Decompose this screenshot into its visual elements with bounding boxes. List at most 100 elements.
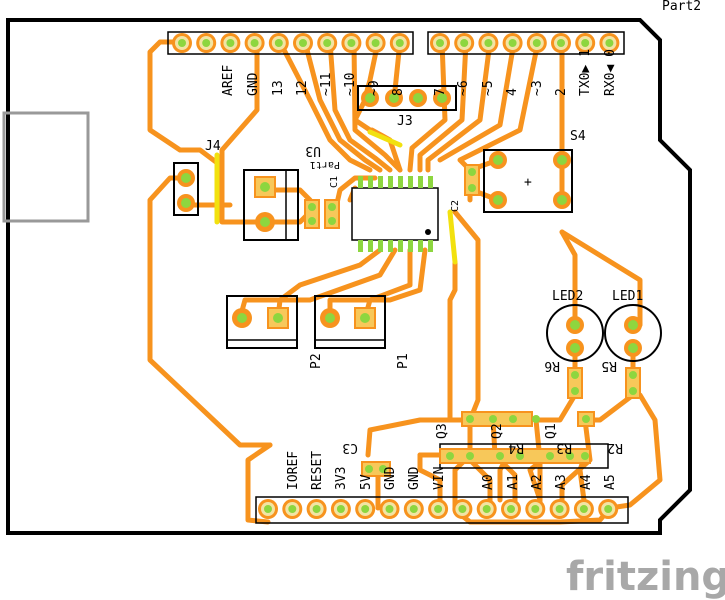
led2-outline xyxy=(546,304,604,362)
label-r5: R5 xyxy=(601,358,617,373)
header-bottom-pins xyxy=(258,499,619,519)
j3-pins xyxy=(361,89,451,107)
header-bottom-label: 5V xyxy=(359,474,374,490)
u3-leg xyxy=(398,240,403,252)
header-bottom-label: GND xyxy=(383,466,398,490)
u3-leg xyxy=(368,240,373,252)
header-bottom-label: A5 xyxy=(603,474,618,490)
s4-pads xyxy=(489,151,571,209)
header-top-label: AREF xyxy=(221,65,236,96)
u3-leg xyxy=(378,176,383,188)
u3-leg xyxy=(358,176,363,188)
r5-r6-pads xyxy=(567,367,641,399)
u3-leg xyxy=(398,176,403,188)
header-bottom-outline xyxy=(255,496,629,524)
label-led1: LED1 xyxy=(612,289,643,304)
header-top-labels: AREF GND 13 12 ~11 ~10 ~9 8 7 ~6 ~5 4 ~3 2 TX0▶ 1 RX0◀ … xyxy=(221,49,618,96)
label-p1: P1 xyxy=(396,353,411,369)
transistor-row xyxy=(439,411,609,469)
header-top-label: GND xyxy=(246,72,261,96)
header-bottom-label: 3V3 xyxy=(334,467,349,490)
p2-outline xyxy=(226,295,298,349)
label-part1: Part1 xyxy=(310,159,340,170)
header-top-label: TX0▶ 1 xyxy=(578,49,593,96)
j4-outline xyxy=(173,162,199,216)
header-top-label: 8 xyxy=(391,88,406,96)
header-bottom-label: VIN xyxy=(432,467,447,490)
traces xyxy=(147,39,663,525)
header-bottom-label: A2 xyxy=(530,474,545,490)
header-top xyxy=(167,31,625,55)
power-jack-outline xyxy=(243,169,299,241)
label-c3: C3 xyxy=(342,440,358,455)
header-top-label: ~3 xyxy=(530,80,545,96)
header-top-label: 12 xyxy=(295,80,310,96)
header-bottom-label: RESET xyxy=(310,451,325,490)
label-r2: R2 xyxy=(607,440,623,455)
p-connector-pads xyxy=(232,307,376,329)
led-pads xyxy=(566,316,642,357)
label-p2: P2 xyxy=(309,353,324,369)
header-top-label: RX0◀ 0 xyxy=(603,49,618,96)
header-bottom-label: A4 xyxy=(579,474,594,490)
jumpers xyxy=(214,129,458,265)
header-top-label: ~6 xyxy=(456,80,471,96)
u3-leg xyxy=(408,240,413,252)
u3-leg xyxy=(378,240,383,252)
label-c1: C1 xyxy=(329,176,340,188)
j4-pins xyxy=(177,169,195,212)
header-top-label: 7 xyxy=(433,88,448,96)
u3-leg xyxy=(388,240,393,252)
header-top-pins xyxy=(172,33,620,53)
u3-legs xyxy=(358,176,433,252)
label-q3: Q3 xyxy=(435,423,450,439)
label-r6: R6 xyxy=(544,358,560,373)
label-u3: U3 xyxy=(305,143,321,158)
corner-title: Part2 xyxy=(662,0,701,14)
header-bottom-label: A1 xyxy=(506,474,521,490)
label-q1: Q1 xyxy=(544,423,559,439)
header-bottom-label: GND xyxy=(407,466,422,490)
header-top-label: 2 xyxy=(554,88,569,96)
label-led2: LED2 xyxy=(552,289,583,304)
label-s4-plus: + xyxy=(524,175,532,190)
u3-leg xyxy=(408,176,413,188)
header-top-label: ~5 xyxy=(481,80,496,96)
label-s4: S4 xyxy=(570,129,586,144)
header-bottom-label: A0 xyxy=(481,474,496,490)
header-top-label: ~11 xyxy=(319,73,334,96)
label-j4: J4 xyxy=(205,139,221,154)
header-bottom-label: IOREF xyxy=(286,451,301,490)
header-bottom-label: A3 xyxy=(554,474,569,490)
power-jack-pins xyxy=(254,176,276,232)
header-top-label: 4 xyxy=(505,88,520,96)
label-r3: R3 xyxy=(556,440,572,455)
label-c2: C2 xyxy=(450,200,461,212)
u3-leg xyxy=(368,176,373,188)
label-j3: J3 xyxy=(397,114,413,129)
header-top-label: ~9 xyxy=(367,80,382,96)
j3-outline xyxy=(357,85,457,111)
fritzing-logo: fritzing xyxy=(566,554,725,600)
led1-outline xyxy=(604,304,662,362)
header-top-label: ~10 xyxy=(343,73,358,96)
p1-outline xyxy=(314,295,386,349)
c3-pads xyxy=(361,461,391,477)
u3-leg xyxy=(418,240,423,252)
c1-pads xyxy=(304,199,340,229)
u3-leg xyxy=(428,240,433,252)
u3-leg xyxy=(388,176,393,188)
usb-outline xyxy=(2,111,90,223)
header-bottom-labels: IOREF RESET 3V3 5V GND GND VIN A0 A1 A2 A3 A4 A5 xyxy=(286,451,618,490)
u3-leg xyxy=(358,240,363,252)
label-q2: Q2 xyxy=(490,423,505,439)
s4-outline xyxy=(483,149,573,213)
u3-chip xyxy=(351,187,439,241)
c2-pads xyxy=(464,164,480,196)
label-r4: R4 xyxy=(508,440,524,455)
header-top-label: 13 xyxy=(271,80,286,96)
u3-leg xyxy=(418,176,423,188)
u3-leg xyxy=(428,176,433,188)
